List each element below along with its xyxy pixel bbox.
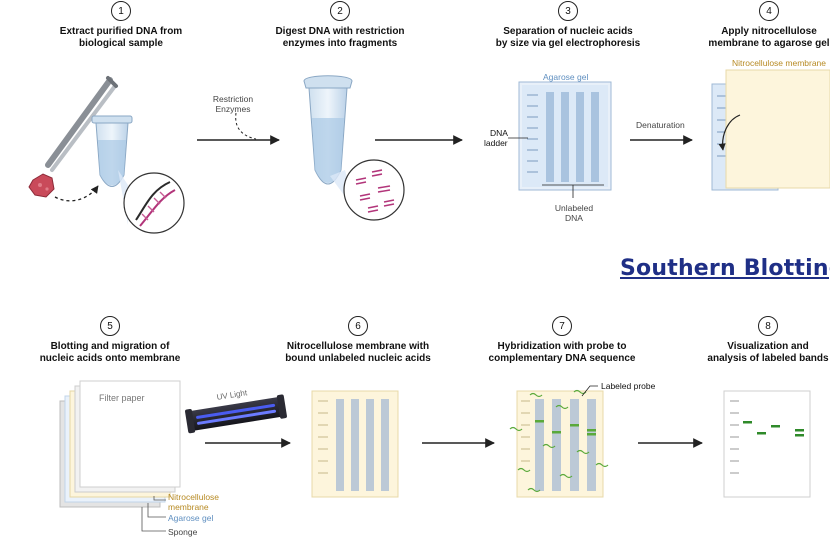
dna-ladder-label: DNA ladder xyxy=(484,128,508,148)
step-title-3: Separation of nucleic acids by size via … xyxy=(473,26,663,50)
step-number-5: 5 xyxy=(100,316,120,336)
restriction-enzymes-label: Restriction Enzymes xyxy=(211,94,255,114)
agarose-gel-label: Agarose gel xyxy=(543,72,589,82)
step-title-1: Extract purified DNA from biological sam… xyxy=(26,26,216,50)
step-number-7: 7 xyxy=(552,316,572,336)
stack-nitrocellulose-label: Nitrocellulose membrane xyxy=(168,492,219,512)
label-line: DNA xyxy=(490,128,508,138)
forceps-icon xyxy=(45,76,118,172)
step-number-4: 4 xyxy=(759,1,779,21)
step-number-6: 6 xyxy=(348,316,368,336)
step-number-2: 2 xyxy=(330,1,350,21)
filter-paper-label: Filter paper xyxy=(99,393,145,403)
step-title-line: complementary DNA sequence xyxy=(488,353,636,364)
step-title-line: Blotting and migration of xyxy=(50,341,170,352)
denaturation-label: Denaturation xyxy=(636,120,685,130)
step-number-3: 3 xyxy=(558,1,578,21)
label-line: ladder xyxy=(484,138,508,148)
label-line: Nitrocellulose xyxy=(168,492,220,502)
step-title-line: biological sample xyxy=(79,38,163,49)
gel-with-membrane-icon xyxy=(711,69,830,191)
step-title-line: analysis of labeled bands xyxy=(707,353,829,364)
step-number-1: 1 xyxy=(111,1,131,21)
labeled-probe-pointer xyxy=(581,385,598,397)
step-title-2: Digest DNA with restriction enzymes into… xyxy=(245,26,435,50)
step-title-7: Hybridization with probe to complementar… xyxy=(467,341,657,365)
page-title: Southern Blotting xyxy=(620,256,830,281)
step-title-line: bound unlabeled nucleic acids xyxy=(285,353,431,364)
step-title-line: Visualization and xyxy=(727,341,809,352)
step-title-4: Apply nitrocellulose membrane to agarose… xyxy=(674,26,830,50)
step-title-line: enzymes into fragments xyxy=(282,38,398,49)
stack-agarose-label: Agarose gel xyxy=(168,513,214,523)
nitrocellulose-membrane-label: Nitrocellulose membrane xyxy=(732,58,827,68)
step-title-6: Nitrocellulose membrane with bound unlab… xyxy=(263,341,453,365)
enzyme-dashed-pointer xyxy=(235,112,257,140)
label-line: Restriction xyxy=(212,94,254,104)
step-title-line: Separation of nucleic acids xyxy=(503,26,633,37)
sample-transfer-arrow xyxy=(54,185,99,202)
step-number-8: 8 xyxy=(758,316,778,336)
step-title-5: Blotting and migration of nucleic acids … xyxy=(15,341,205,365)
step-title-line: Digest DNA with restriction xyxy=(275,26,405,37)
agarose-gel-icon xyxy=(518,81,612,191)
step-title-line: by size via gel electrophoresis xyxy=(495,38,641,49)
step-title-line: Nitrocellulose membrane with xyxy=(286,341,430,352)
label-line: membrane xyxy=(168,502,209,512)
labeled-bands-result-icon xyxy=(723,390,811,498)
uv-light-icon xyxy=(185,394,287,434)
step-title-line: membrane to agarose gel xyxy=(708,38,830,49)
test-tube-icon xyxy=(91,115,133,187)
dna-fragments-zoom-icon xyxy=(330,159,405,221)
unlabeled-dna-bracket xyxy=(542,184,604,198)
membrane-unlabeled-icon xyxy=(311,390,399,498)
label-line: Unlabeled xyxy=(554,203,594,213)
step-title-line: nucleic acids onto membrane xyxy=(39,353,181,364)
stack-sponge-label: Sponge xyxy=(168,527,198,537)
test-tube-icon xyxy=(303,75,353,185)
step-title-8: Visualization and analysis of labeled ba… xyxy=(673,341,830,365)
step-title-line: Extract purified DNA from xyxy=(59,26,183,37)
dna-zoom-icon xyxy=(118,170,185,234)
unlabeled-dna-label: Unlabeled DNA xyxy=(553,203,595,223)
tissue-sample-icon xyxy=(28,173,55,198)
label-line: DNA xyxy=(565,213,583,223)
membrane-hybridized-icon xyxy=(509,389,609,498)
labeled-probe-label: Labeled probe xyxy=(601,381,656,391)
step-title-line: Hybridization with probe to xyxy=(497,341,627,352)
blotting-stack-icon xyxy=(59,380,181,532)
label-line: Enzymes xyxy=(215,104,251,114)
step-title-line: Apply nitrocellulose xyxy=(721,26,817,37)
